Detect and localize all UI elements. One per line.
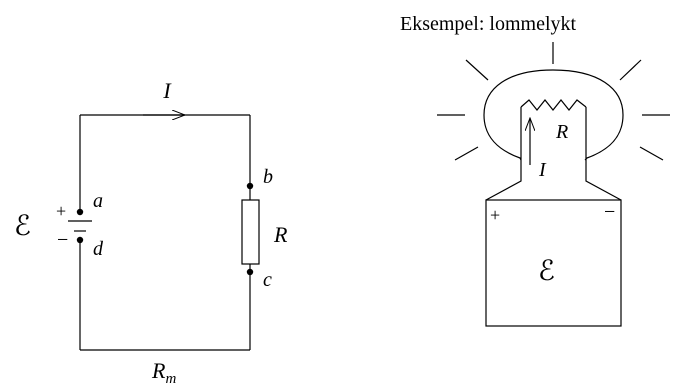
bulb-neck bbox=[585, 107, 622, 201]
node-c-dot bbox=[246, 268, 254, 276]
battery-plus-terminal: + bbox=[490, 205, 500, 225]
node-a-dot bbox=[76, 208, 84, 216]
wire-resistance-label: Rm bbox=[151, 358, 176, 383]
light-ray bbox=[465, 59, 489, 81]
battery-body bbox=[485, 199, 622, 327]
node-d-label: d bbox=[93, 238, 104, 260]
bulb-current-label: I bbox=[538, 159, 547, 181]
node-b-dot bbox=[246, 182, 254, 190]
node-d-dot bbox=[76, 236, 84, 244]
battery-plus-label: + bbox=[56, 201, 66, 221]
battery-minus-terminal: − bbox=[604, 201, 615, 223]
node-a-label: a bbox=[93, 190, 103, 212]
light-ray bbox=[639, 146, 664, 161]
bulb-resistance-label: R bbox=[555, 121, 568, 143]
bulb-filament bbox=[520, 99, 587, 111]
resistor-box bbox=[241, 199, 260, 265]
resistor-label: R bbox=[273, 222, 288, 247]
bulb-glass bbox=[483, 69, 624, 161]
circuit-emf-label: ℰ bbox=[14, 211, 31, 242]
battery-emf-label: ℰ bbox=[538, 256, 555, 287]
example-title: Eksempel: lommelykt bbox=[400, 13, 577, 35]
circuit-current-label: I bbox=[162, 78, 172, 103]
flashlight-drawing bbox=[437, 42, 670, 327]
node-b-label: b bbox=[263, 166, 273, 188]
node-c-label: c bbox=[263, 269, 272, 291]
bulb-neck bbox=[485, 107, 522, 201]
light-ray bbox=[619, 59, 642, 81]
battery-minus-label: − bbox=[57, 229, 68, 251]
circuit-schematic bbox=[68, 115, 260, 351]
light-ray bbox=[454, 146, 479, 161]
